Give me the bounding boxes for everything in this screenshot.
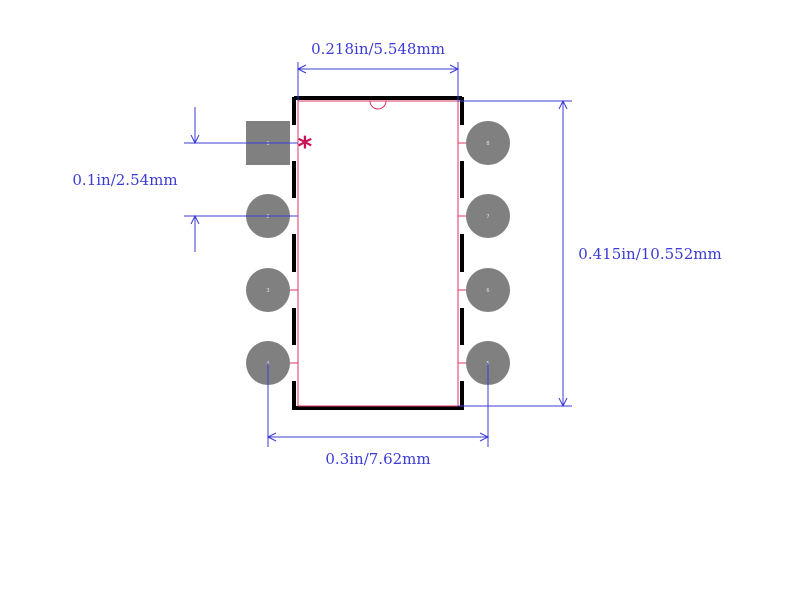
pin-number: 8 xyxy=(486,141,489,147)
pin-number: 1 xyxy=(266,141,269,147)
pin-numbers: 1 2 3 4 5 6 7 8 xyxy=(266,141,489,367)
pin-number: 2 xyxy=(266,214,269,220)
pin-number: 6 xyxy=(486,288,489,294)
pad-3 xyxy=(246,268,290,312)
silkscreen-outline xyxy=(292,96,464,410)
pin1-marker-icon: * xyxy=(298,130,313,163)
body-length-label: 0.415in/10.552mm xyxy=(578,245,721,263)
pin-number: 7 xyxy=(486,214,489,220)
dimension-lines xyxy=(184,62,572,447)
pin-pitch-label: 0.1in/2.54mm xyxy=(72,171,177,189)
body-width-label: 0.218in/5.548mm xyxy=(311,40,445,58)
row-spacing-label: 0.3in/7.62mm xyxy=(325,450,430,468)
pad-7 xyxy=(466,194,510,238)
pad-8 xyxy=(466,121,510,165)
pin-number: 3 xyxy=(266,288,269,294)
pads xyxy=(246,121,510,385)
pad-6 xyxy=(466,268,510,312)
